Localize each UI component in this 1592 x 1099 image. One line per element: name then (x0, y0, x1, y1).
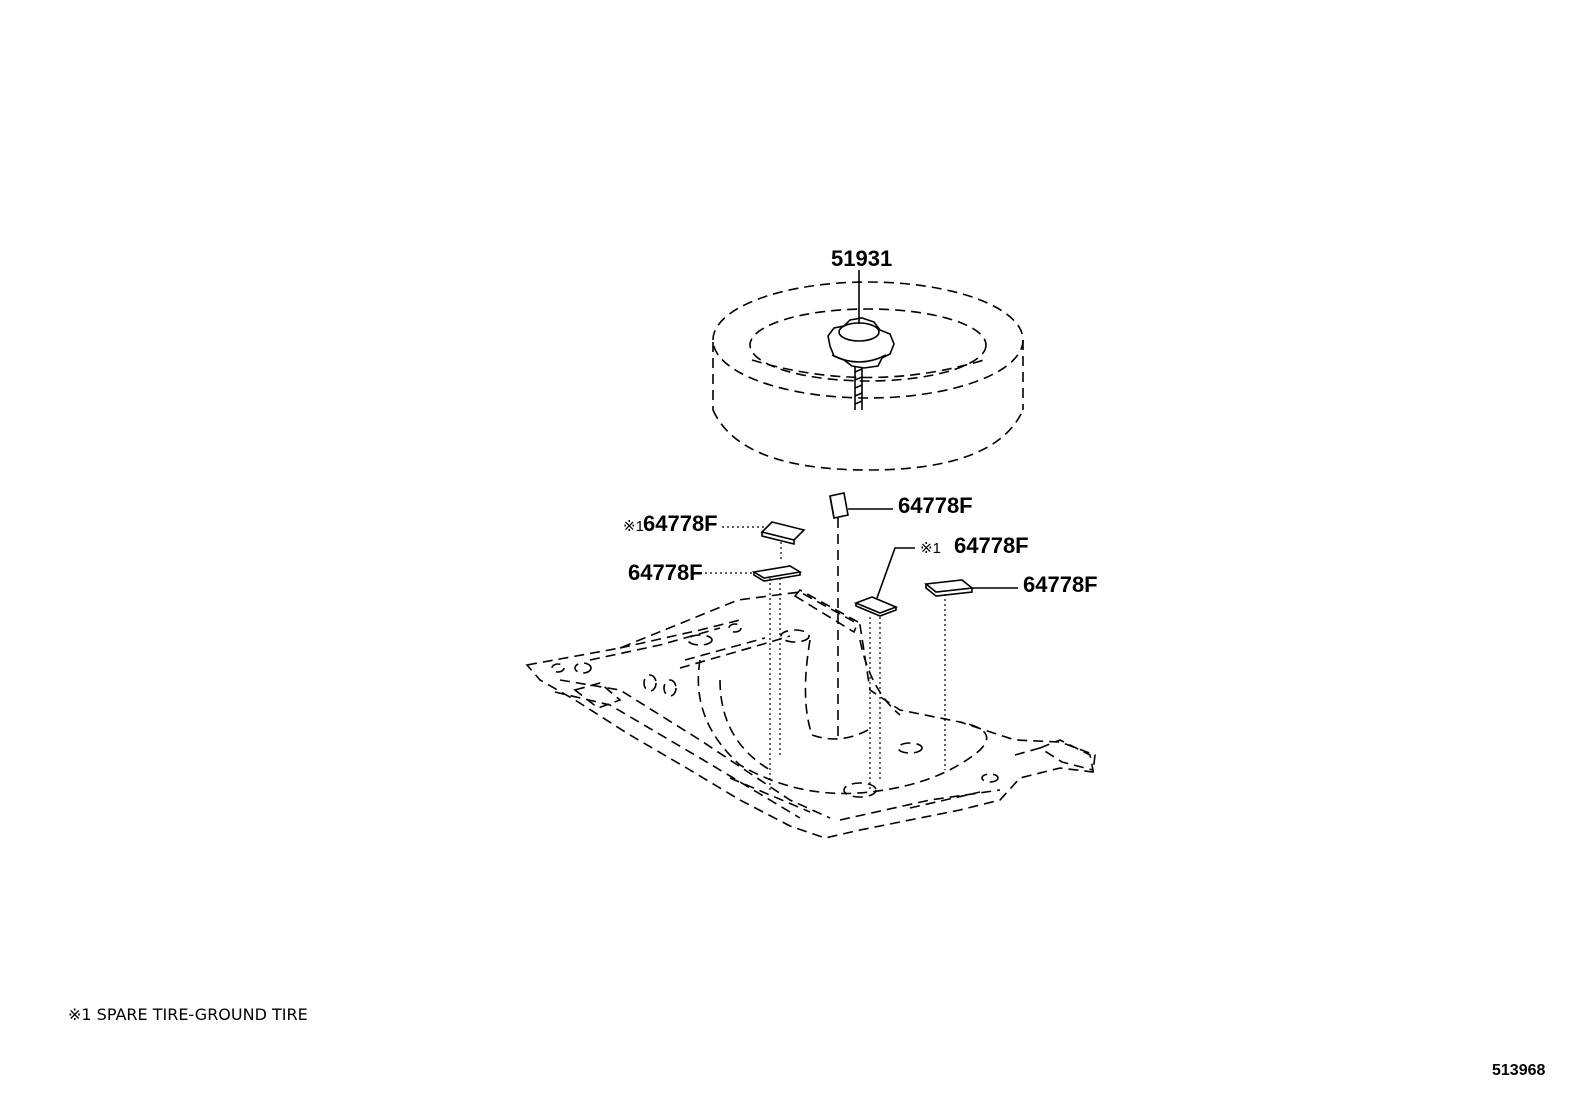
diagram-number: 513968 (1492, 1062, 1545, 1079)
part-number-64778F[interactable]: 64778F (1023, 572, 1098, 597)
leader-line (876, 547, 915, 599)
part-number-51931[interactable]: 51931 (831, 246, 892, 271)
spacer-pad-left-lower (751, 565, 803, 582)
spacer-pad-right (923, 579, 975, 597)
part-number-64778F[interactable]: 64778F (628, 560, 703, 585)
spacer-pad-right-upper (853, 596, 899, 617)
part-number-64778F[interactable]: 64778F (643, 511, 718, 536)
hold-down-bolt-icon (827, 317, 895, 410)
spare-tire-illustration (712, 281, 1024, 471)
rear-floor-pan-illustration (525, 588, 1096, 839)
assembly-guide-lines (769, 518, 946, 790)
part-number-64778F[interactable]: 64778F (954, 533, 1029, 558)
spacer-pad-center (829, 492, 849, 519)
spacer-pad-left-upper (760, 521, 806, 546)
footnote: ※1 SPARE TIRE-GROUND TIRE (68, 1005, 308, 1024)
spacer-mark-note: ※1 (920, 540, 941, 557)
spacer-mark-note: ※1 (623, 518, 644, 535)
part-number-64778F[interactable]: 64778F (898, 493, 973, 518)
